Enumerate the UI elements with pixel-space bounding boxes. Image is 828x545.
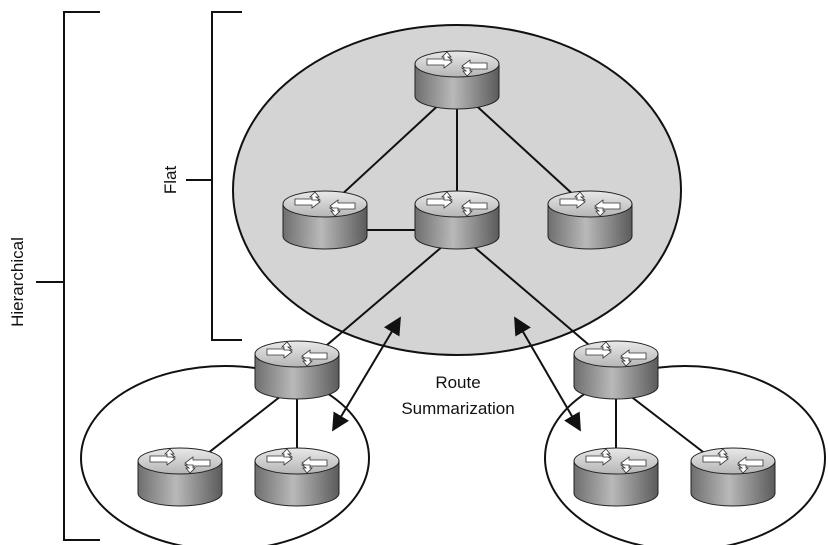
router-icon	[282, 190, 368, 250]
branch-area-right	[544, 365, 826, 545]
router-icon	[137, 447, 223, 507]
route-summarization-label-line1: Route	[435, 373, 480, 392]
double-arrow-right	[514, 316, 581, 432]
link-top-left	[324, 87, 458, 211]
summarization-arrows	[332, 316, 581, 432]
hierarchical-bracket	[36, 11, 100, 541]
double-arrow-left	[332, 316, 401, 432]
router-icon	[547, 190, 633, 250]
router-icon	[690, 447, 776, 507]
hierarchical-label: Hierarchical	[8, 237, 27, 327]
branch-area-left	[80, 365, 370, 545]
flat-label: Flat	[161, 166, 180, 195]
route-summarization-label-line2: Summarization	[401, 399, 514, 418]
router-icon	[573, 447, 659, 507]
router-icon	[573, 340, 659, 400]
flat-bracket	[186, 11, 242, 341]
link-top-right	[456, 87, 591, 211]
router-icon	[414, 190, 500, 250]
router-icon	[414, 50, 500, 110]
router-icon	[254, 447, 340, 507]
router-icon	[254, 340, 340, 400]
